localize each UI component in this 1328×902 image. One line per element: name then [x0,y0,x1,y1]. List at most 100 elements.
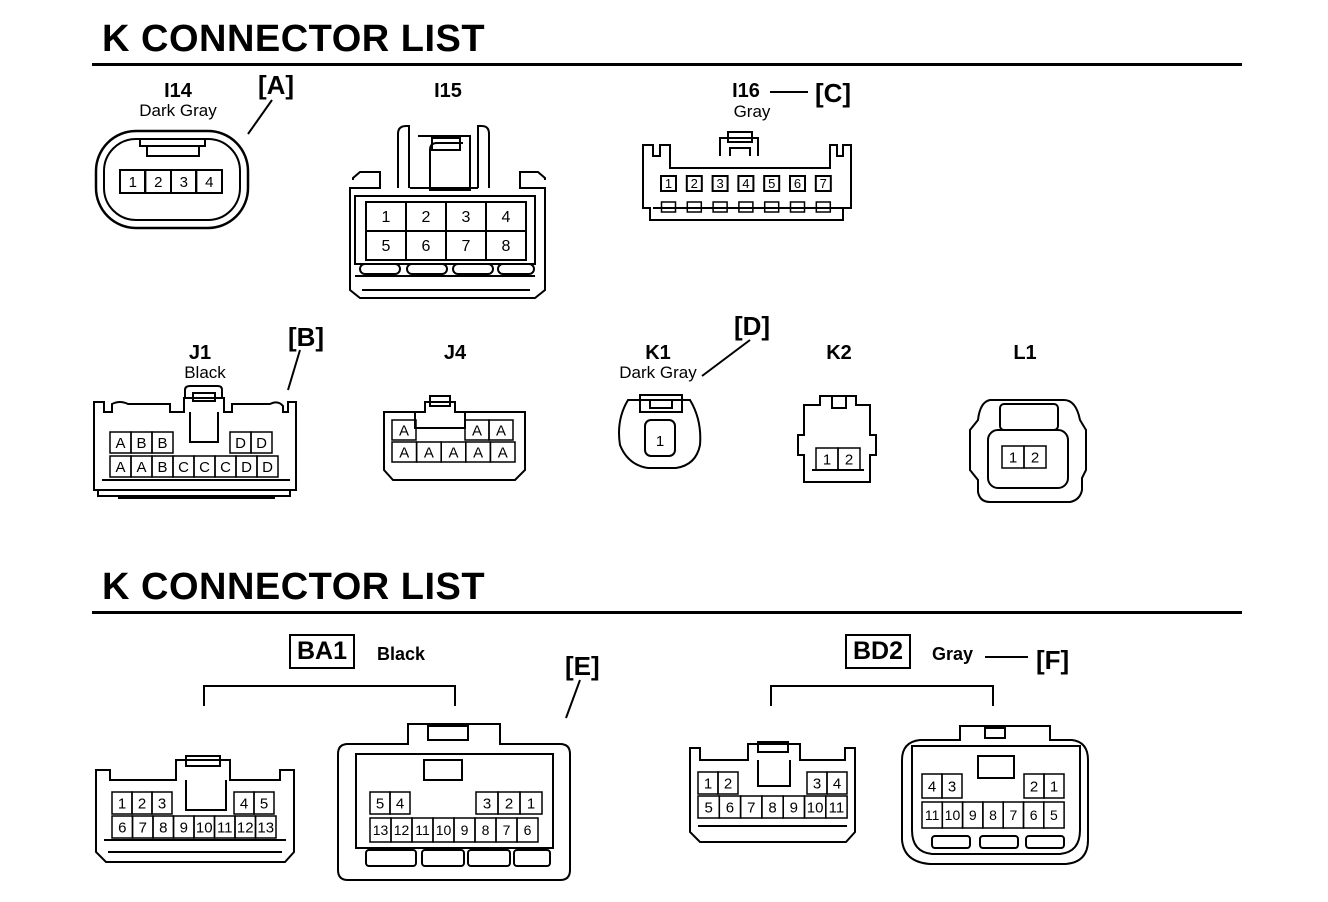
j1-pin: A [115,459,125,476]
j1-pin: D [256,435,267,452]
i16-pin: 7 [820,176,827,191]
j1-pin: B [136,435,146,452]
bd2-right-pin-cell [941,773,963,799]
i16-latch-slot [789,201,806,213]
bd2-right-pin-cell [1043,773,1065,799]
bd2-left-pin: 10 [807,799,824,816]
connector-body-i16 [642,131,852,221]
connector-body-bd2-left [689,741,856,843]
i14-pin: 3 [180,174,188,191]
j1-pin: A [136,459,146,476]
connector-name-ba1: BA1 [289,634,356,669]
connector-color-j1: Black [184,363,226,382]
connector-body-k2 [797,395,877,483]
bd2-right-pin: 10 [945,807,961,823]
i15-pin: 7 [462,238,471,255]
i16-pin: 2 [691,176,698,191]
i16-latch-slot [763,201,780,213]
bd2-right-pin: 9 [969,807,977,823]
bd2-left-pin: 8 [768,799,776,816]
connector-name-k1: K1 [645,342,671,364]
i15-pin: 6 [422,238,431,255]
i14-pin-cell [195,169,223,194]
ba1-right-pin: 13 [373,822,389,838]
bd2-left-pin: 5 [704,799,712,816]
bd2-left-pin: 11 [829,799,845,816]
ba1-left-pin: 13 [257,819,274,836]
j4-pin-cell [391,419,417,441]
i16-pin: 3 [716,176,723,191]
bd2-right-pin: 6 [1030,807,1038,823]
bd2-left-pin: 4 [833,775,841,792]
connector-name-j4: J4 [443,342,467,364]
j4-pin: A [399,422,409,439]
connector-body-bd2-right [901,725,1089,865]
i16-pin-cell [711,175,729,192]
k1-pin: 1 [656,433,664,450]
ba1-right-pin: 10 [436,822,452,838]
ba1-right-pin: 1 [527,795,535,812]
k2-pin: 2 [845,451,853,468]
connector-body-ba1-left [95,755,295,863]
i16-pin-cell [763,175,781,192]
ba1-right-pin: 2 [505,795,513,812]
ba1-left-pin: 12 [237,819,254,836]
ba1-right-pin: 7 [503,822,511,838]
j1-pin: D [235,435,246,452]
connector-body-ba1-right [337,723,571,881]
i16-pin-cell [685,175,703,192]
ba1-right-pin-cell [389,791,411,815]
j1-pin: A [115,435,125,452]
j1-pin: D [262,459,273,476]
bd2-left-pin: 1 [704,775,712,792]
i14-pin: 4 [205,174,213,191]
callout-tag-c: [C] [815,78,852,108]
bd2-right-pin: 1 [1050,778,1058,795]
i15-pin: 5 [382,238,391,255]
ba1-left-pin: 5 [260,795,268,812]
connector-body-j1 [93,385,297,499]
ba1-left-pin: 1 [118,795,126,812]
k2-pin-cell [837,447,861,471]
section-title-1: K CONNECTOR LIST [102,18,486,60]
i16-pin-cell [814,175,832,192]
i16-pin: 4 [742,176,749,191]
i16-latch-slot [686,201,703,213]
ba1-right-pin: 4 [396,795,404,812]
bd2-left-pin-cell [826,771,848,795]
section-title-2: K CONNECTOR LIST [102,566,486,608]
j1-pin: C [178,459,189,476]
ba1-right-pin: 5 [376,795,384,812]
i15-pin: 3 [462,209,471,226]
connector-name-k2: K2 [826,342,852,364]
j1-pin: B [157,459,167,476]
bd2-right-pin: 7 [1009,807,1017,823]
leader-line-e [565,679,581,719]
i16-pin-cell [737,175,755,192]
ba1-right-pin: 8 [482,822,490,838]
i15-pin: 8 [502,238,511,255]
bd2-right-pin: 5 [1050,807,1058,823]
connector-color-bd2: Gray [932,644,974,664]
i14-pin: 2 [154,174,162,191]
connector-name-j1: J1 [188,342,212,364]
leader-line-b [287,349,301,391]
j1-pin: C [220,459,231,476]
bd2-right-pin: 3 [948,778,956,795]
connector-body-k1 [618,394,702,469]
j4-pin: A [472,422,482,439]
ba1-right-pin: 3 [483,795,491,812]
connector-color-ba1: Black [377,644,426,664]
section-rule-2 [92,611,1242,614]
j4-pin: A [448,444,458,461]
callout-tag-b: [B] [288,322,325,352]
bracket-ba1 [203,685,456,706]
l1-pin: 1 [1009,449,1017,466]
bd2-right-pin-cell [1043,801,1065,829]
connector-name-i15: I15 [434,80,462,102]
i15-pin: 1 [382,209,391,226]
j4-pin: A [496,422,506,439]
ba1-left-pin-cell [151,791,173,815]
bd2-left-pin-cell [717,771,739,795]
j1-pin-cell [151,431,174,454]
